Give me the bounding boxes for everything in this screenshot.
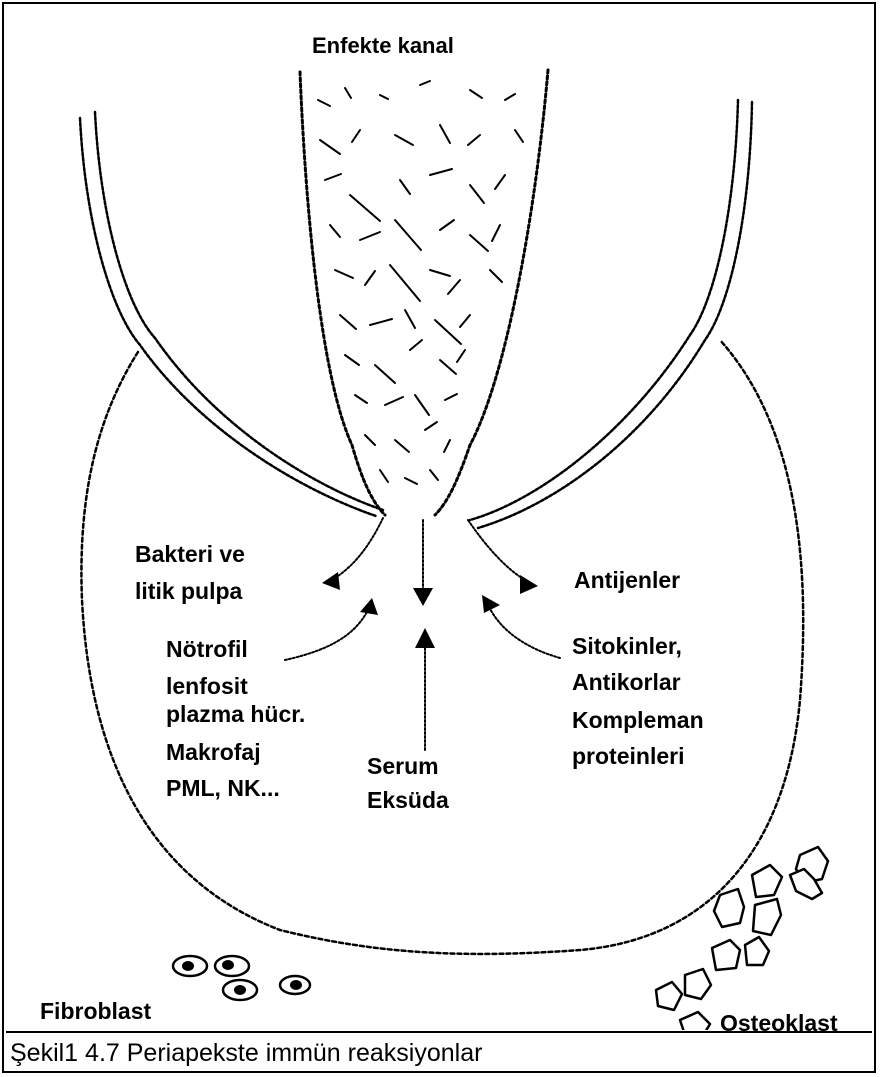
root-right-inner (478, 102, 752, 528)
label-serum-line2: Eksüda (367, 785, 449, 816)
osteoclast-cell-5 (753, 899, 781, 935)
label-bacteria-line1: Bakteri ve (135, 539, 245, 570)
osteoclast-cell-10 (680, 1012, 710, 1030)
osteoclast-cell-4 (714, 889, 744, 927)
label-cytokines-line3: Kompleman (572, 705, 704, 736)
title-infected-canal: Enfekte kanal (312, 30, 454, 61)
label-serum-line1: Serum (367, 751, 439, 782)
label-cells-line4: Makrofaj (166, 737, 261, 768)
label-cytokines-line4: proteinleri (572, 741, 684, 772)
label-cytokines-line2: Antikorlar (572, 667, 681, 698)
label-antigens: Antijenler (574, 565, 680, 596)
osteoclast-cell-8 (656, 982, 682, 1010)
osteoclast-cell-9 (685, 969, 711, 999)
label-cells-line3: plazma hücr. (166, 699, 305, 730)
label-cytokines-line1: Sitokinler, (572, 631, 682, 662)
periapical-diagram (0, 0, 880, 1030)
root-left-inner (95, 112, 383, 510)
arrow-right-upper (468, 520, 525, 580)
label-bacteria-line2: litik pulpa (135, 576, 242, 607)
canal-right-wall (435, 70, 548, 515)
label-fibroblast: Fibroblast (40, 996, 151, 1027)
label-cells-line1: Nötrofil (166, 634, 248, 665)
figure-caption: Şekil1 4.7 Periapekste immün reaksiyonla… (6, 1031, 872, 1071)
canal-left-wall (300, 72, 385, 515)
arrow-left-upper (335, 518, 383, 578)
osteoclast-cell-2 (752, 865, 782, 897)
osteoclast-cell-6 (712, 940, 740, 970)
label-cells-line2: lenfosit (166, 671, 248, 702)
osteoclast-cell-7 (745, 937, 769, 965)
label-cells-line5: PML, NK... (166, 773, 280, 804)
arrow-right-lower (488, 605, 560, 658)
arrow-left-lower (285, 610, 368, 660)
